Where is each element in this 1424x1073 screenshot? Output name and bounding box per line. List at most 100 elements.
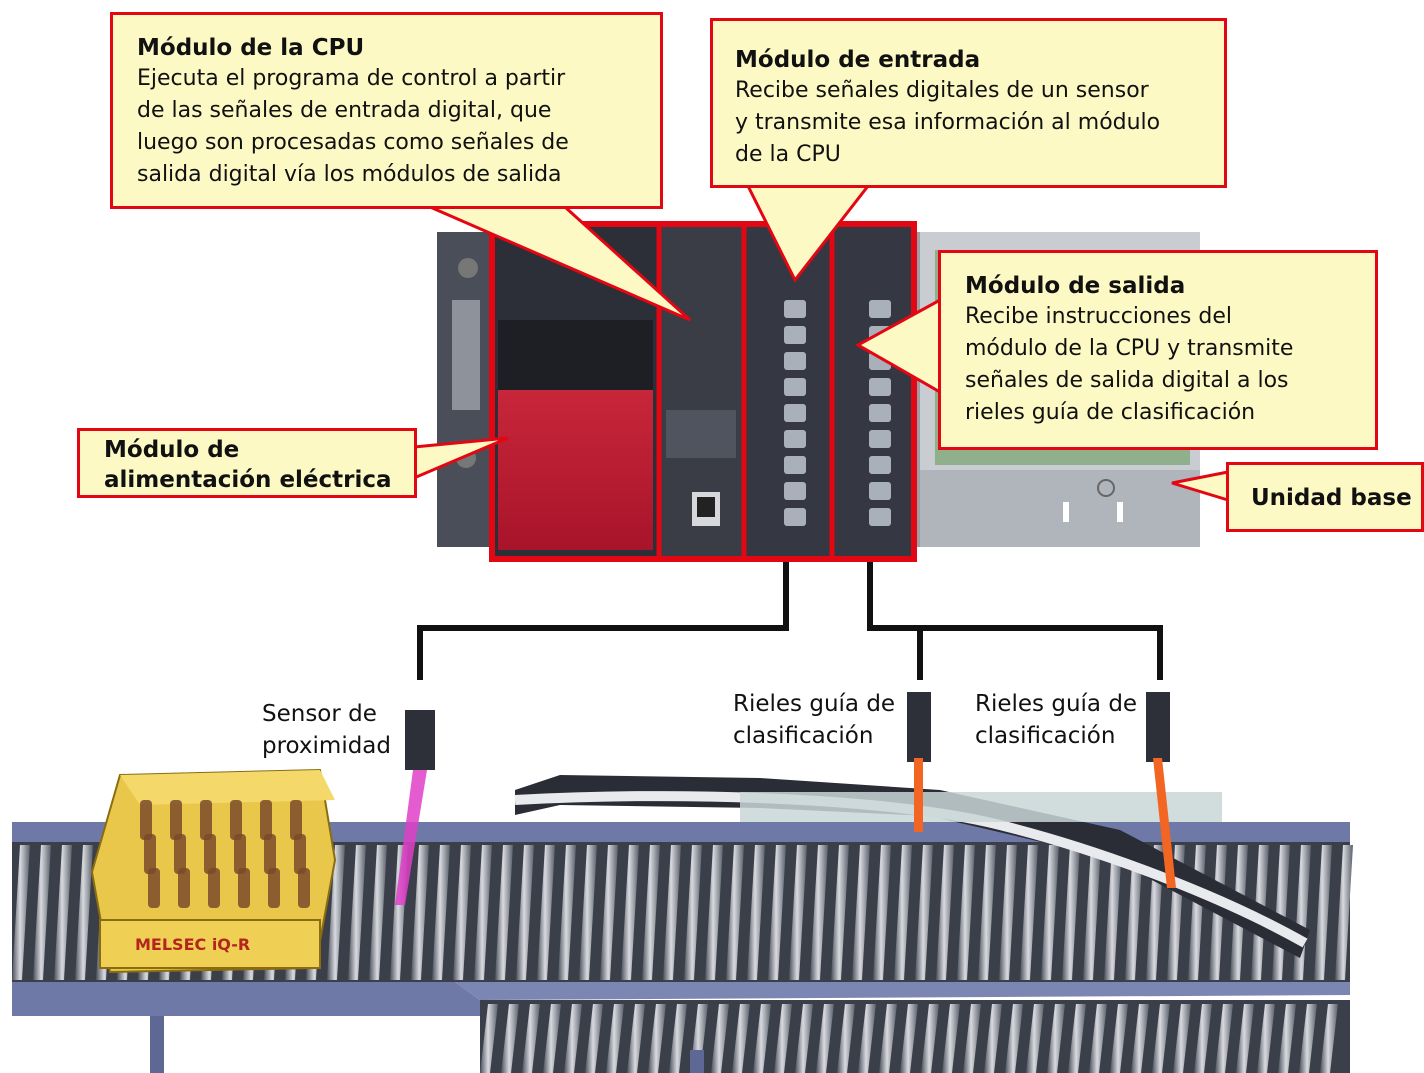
roller — [837, 1004, 855, 1073]
roller — [795, 1004, 813, 1073]
roller — [579, 845, 597, 980]
bottle — [178, 868, 190, 908]
bottle — [208, 868, 220, 908]
roller — [495, 845, 513, 980]
base-callout-title: Unidad base — [1251, 485, 1412, 511]
roller — [1041, 845, 1059, 980]
roller — [54, 845, 72, 980]
roller — [627, 1004, 645, 1073]
roller — [816, 1004, 834, 1073]
output-terminal — [869, 508, 891, 526]
bottle — [140, 800, 152, 840]
roller — [501, 1004, 519, 1073]
roller — [480, 1004, 498, 1073]
bottle — [290, 800, 302, 840]
roller — [1131, 1004, 1149, 1073]
roller — [858, 1004, 876, 1073]
roller — [12, 845, 30, 980]
cpu-callout-line: salida digital vía los módulos de salida — [137, 162, 562, 187]
cpu-callout-line: Ejecuta el programa de control a partir — [137, 66, 566, 91]
roller — [327, 845, 345, 980]
output-callout-line: Recibe instrucciones del — [965, 304, 1232, 329]
roller — [963, 1004, 981, 1073]
cpu-callout-line: de las señales de entrada digital, que — [137, 98, 552, 123]
crate-label: MELSEC iQ-R — [135, 935, 250, 954]
roller — [669, 1004, 687, 1073]
roller — [942, 1004, 960, 1073]
roller — [564, 1004, 582, 1073]
roller — [1236, 1004, 1254, 1073]
output-terminal — [869, 300, 891, 318]
roller — [1173, 1004, 1191, 1073]
input-terminal — [784, 378, 806, 396]
roller — [1110, 1004, 1128, 1073]
roller — [936, 845, 954, 980]
roller — [1083, 845, 1101, 980]
roller — [1020, 845, 1038, 980]
bottle — [200, 800, 212, 840]
roller — [543, 1004, 561, 1073]
roller — [1068, 1004, 1086, 1073]
bottle — [294, 834, 306, 874]
bottle — [238, 868, 250, 908]
roller — [726, 845, 744, 980]
roller — [711, 1004, 729, 1073]
roller — [75, 845, 93, 980]
roller — [648, 1004, 666, 1073]
roller — [663, 845, 681, 980]
roller — [411, 845, 429, 980]
bottle — [234, 834, 246, 874]
roller — [768, 845, 786, 980]
input-terminal — [784, 300, 806, 318]
rail2-label-line: Rieles guía de — [975, 691, 1138, 717]
input-callout-line: y transmite esa información al módulo — [735, 110, 1161, 135]
roller — [1089, 1004, 1107, 1073]
bottle — [230, 800, 242, 840]
power-callout: Módulo de alimentación eléctrica — [77, 428, 417, 498]
input-terminal — [784, 482, 806, 500]
roller — [1278, 1004, 1296, 1073]
wiring — [417, 556, 1163, 680]
roller — [1320, 1004, 1338, 1073]
roller — [1299, 1004, 1317, 1073]
roller — [474, 845, 492, 980]
sorting-guide-rail — [514, 775, 1310, 958]
roller — [900, 1004, 918, 1073]
bottle — [174, 834, 186, 874]
output-callout-title: Módulo de salida — [965, 273, 1186, 299]
roller — [600, 845, 618, 980]
bottle — [264, 834, 276, 874]
roller — [1272, 845, 1290, 980]
roller — [1104, 845, 1122, 980]
roller — [894, 845, 912, 980]
roller — [516, 845, 534, 980]
roller — [852, 845, 870, 980]
cpu-callout: Módulo de la CPU Ejecuta el programa de … — [110, 12, 663, 209]
roller — [684, 845, 702, 980]
roller — [453, 845, 471, 980]
roller — [810, 845, 828, 980]
output-terminal — [869, 404, 891, 422]
bottle — [148, 868, 160, 908]
roller — [921, 1004, 939, 1073]
bottle — [260, 800, 272, 840]
bottle — [170, 800, 182, 840]
input-callout-line: de la CPU — [735, 142, 841, 167]
roller — [1215, 1004, 1233, 1073]
output-callout-line: señales de salida digital a los — [965, 368, 1289, 393]
roller — [978, 845, 996, 980]
roller — [432, 845, 450, 980]
roller — [642, 845, 660, 980]
rail-actuator-2 — [1146, 692, 1176, 888]
roller — [732, 1004, 750, 1073]
roller — [348, 845, 366, 980]
roller — [1047, 1004, 1065, 1073]
proximity-sensor — [395, 710, 435, 905]
rail2-label-line: clasificación — [975, 723, 1116, 749]
input-terminal — [784, 352, 806, 370]
roller — [957, 845, 975, 980]
power-callout-line: Módulo de — [104, 437, 240, 463]
bottle — [298, 868, 310, 908]
roller — [999, 845, 1017, 980]
output-callout-line: módulo de la CPU y transmite — [965, 336, 1294, 361]
